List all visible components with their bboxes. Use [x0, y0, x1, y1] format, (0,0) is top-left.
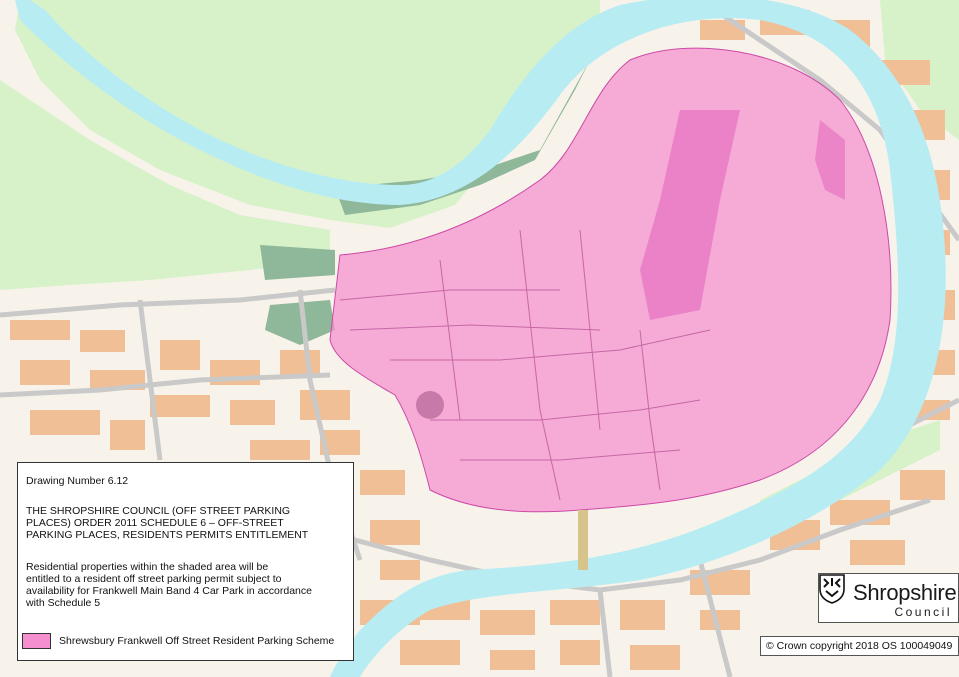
roundabout-marker	[416, 391, 444, 419]
logo-subtitle: Council	[894, 605, 952, 619]
woodland-west	[260, 245, 335, 280]
shaded-parking-area[interactable]	[329, 47, 892, 513]
drawing-number: Drawing Number 6.12	[26, 475, 129, 487]
shropshire-crest-icon	[819, 574, 845, 604]
copyright-notice: © Crown copyright 2018 OS 100049049	[760, 636, 959, 656]
drawing-info-box: Drawing Number 6.12 THE SHROPSHIRE COUNC…	[17, 462, 354, 661]
legend-label: Shrewsbury Frankwell Off Street Resident…	[59, 635, 335, 647]
shaded-area-dark	[640, 110, 740, 320]
shaded-area-streets	[339, 229, 711, 501]
order-title: THE SHROPSHIRE COUNCIL (OFF STREET PARKI…	[26, 505, 309, 541]
shaded-area-dark-east	[815, 120, 845, 200]
logo-wordmark: Shropshire	[853, 580, 957, 605]
river-severn	[15, 0, 946, 677]
woodland-small	[265, 300, 335, 345]
council-logo: Shropshire Council	[818, 573, 959, 623]
order-description: Residential properties within the shaded…	[26, 561, 312, 609]
bridge	[578, 510, 588, 570]
legend-swatch	[22, 633, 51, 649]
green-space-west	[0, 80, 330, 290]
legend: Shrewsbury Frankwell Off Street Resident…	[18, 633, 353, 649]
